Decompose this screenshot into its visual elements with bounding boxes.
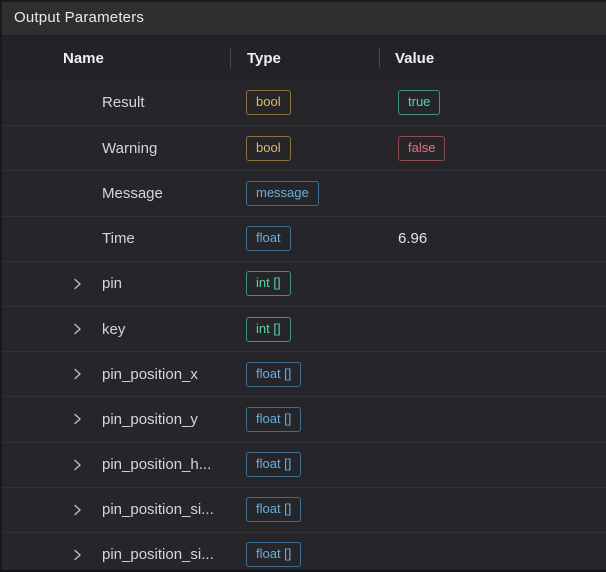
- type-cell: int []: [230, 316, 380, 342]
- param-name: key: [102, 320, 126, 338]
- table-row[interactable]: pin_position_y float []: [0, 396, 606, 442]
- value-badge: true: [398, 90, 441, 116]
- chevron-right-icon[interactable]: [72, 547, 102, 563]
- table-row[interactable]: pin_position_si... float []: [0, 531, 606, 572]
- param-name: Time: [102, 230, 135, 248]
- name-cell: pin_position_h...: [0, 456, 230, 473]
- type-badge: bool: [246, 90, 291, 116]
- panel-titlebar: Output Parameters: [0, 0, 606, 36]
- table-row[interactable]: pin_position_h... float []: [0, 441, 606, 487]
- type-cell: bool: [230, 90, 380, 116]
- type-badge: int []: [246, 316, 291, 342]
- name-cell: pin_position_x: [0, 366, 230, 383]
- param-name: Message: [102, 184, 163, 202]
- type-cell: float []: [230, 452, 380, 478]
- column-header-type: Type: [247, 49, 281, 67]
- panel-left-edge: [0, 0, 2, 572]
- type-badge: message: [246, 180, 319, 206]
- type-badge: float []: [246, 497, 302, 523]
- table-row[interactable]: Time float 6.96: [0, 215, 606, 261]
- value-cell: false: [380, 135, 606, 161]
- value-cell: 6.96: [380, 230, 606, 248]
- type-cell: bool: [230, 135, 380, 161]
- name-cell: pin_position_y: [0, 411, 230, 428]
- chevron-right-icon[interactable]: [72, 276, 102, 292]
- param-name: pin_position_y: [102, 410, 198, 428]
- param-name: Warning: [102, 139, 158, 157]
- param-name: pin_position_si...: [102, 501, 214, 519]
- table-row[interactable]: pin_position_x float []: [0, 351, 606, 397]
- panel-top-edge: [0, 0, 606, 2]
- chevron-right-icon[interactable]: [72, 502, 102, 518]
- value-text: 6.96: [398, 229, 428, 247]
- chevron-right-icon[interactable]: [72, 411, 102, 427]
- table-body: Result bool true Warning bool false Mess…: [0, 80, 606, 572]
- name-cell: key: [0, 321, 230, 338]
- table-row[interactable]: key int []: [0, 305, 606, 352]
- param-name: pin_position_si...: [102, 546, 214, 564]
- column-separator: [379, 48, 380, 68]
- type-badge: bool: [246, 135, 291, 161]
- name-cell: pin_position_si...: [0, 546, 230, 563]
- table-header: Name Type Value: [0, 36, 606, 80]
- panel-title: Output Parameters: [14, 9, 145, 26]
- panel-bottom-edge: [0, 570, 606, 572]
- table-row[interactable]: Result bool true: [0, 80, 606, 126]
- param-name: pin: [102, 275, 123, 293]
- type-badge: float []: [246, 406, 302, 432]
- param-name: Result: [102, 94, 145, 112]
- column-header-value: Value: [395, 49, 435, 67]
- chevron-right-icon[interactable]: [72, 321, 102, 337]
- name-cell: Warning: [0, 140, 230, 157]
- chevron-right-icon[interactable]: [72, 366, 102, 382]
- type-badge: float []: [246, 361, 302, 387]
- type-badge: float []: [246, 452, 302, 478]
- param-name: pin_position_h...: [102, 456, 212, 474]
- type-cell: float []: [230, 542, 380, 568]
- name-cell: pin_position_si...: [0, 501, 230, 518]
- name-cell: Message: [0, 185, 230, 202]
- type-cell: float []: [230, 497, 380, 523]
- type-cell: int []: [230, 271, 380, 297]
- type-badge: float: [246, 226, 291, 252]
- name-cell: Time: [0, 230, 230, 247]
- table-row[interactable]: pin int []: [0, 260, 606, 306]
- table-row[interactable]: Message message: [0, 170, 606, 216]
- type-cell: float []: [230, 406, 380, 432]
- column-header-name: Name: [63, 49, 104, 67]
- table-row[interactable]: pin_position_si... float []: [0, 486, 606, 532]
- value-badge: false: [398, 135, 446, 161]
- name-cell: Result: [0, 94, 230, 111]
- type-cell: float []: [230, 361, 380, 387]
- type-cell: float: [230, 226, 380, 252]
- type-badge: float []: [246, 542, 302, 568]
- type-badge: int []: [246, 271, 291, 297]
- param-name: pin_position_x: [102, 365, 198, 383]
- value-cell: true: [380, 90, 606, 116]
- type-cell: message: [230, 180, 380, 206]
- table-row[interactable]: Warning bool false: [0, 125, 606, 171]
- column-separator: [230, 48, 231, 68]
- name-cell: pin: [0, 275, 230, 292]
- chevron-right-icon[interactable]: [72, 457, 102, 473]
